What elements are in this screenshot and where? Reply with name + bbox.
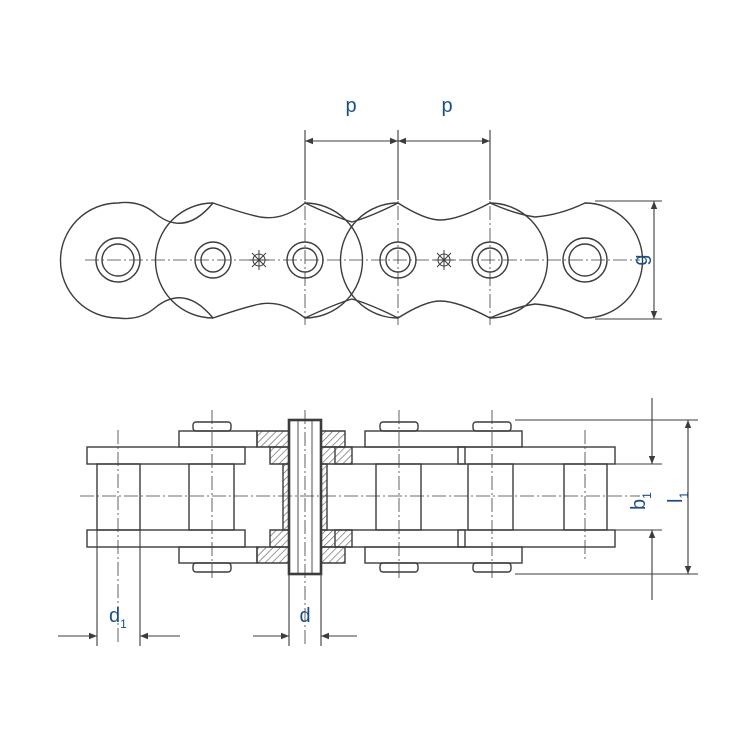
roller-2 — [188, 463, 235, 531]
roller-1 — [96, 463, 141, 531]
pin-diameter-label: d — [299, 605, 310, 627]
roller-3 — [375, 463, 422, 531]
pin-length-label: l1 — [665, 492, 691, 503]
inner-link-arc-left-2 — [339, 202, 399, 319]
pitch-label-left: p — [345, 95, 356, 117]
inner-plate-top-mid — [334, 446, 466, 465]
sectioned-plate-bottom — [256, 546, 346, 564]
inner-link-arc-left — [154, 202, 214, 319]
outer-plate-top-left — [178, 430, 258, 448]
roller-4 — [467, 463, 514, 531]
inner-width-dimension — [615, 398, 662, 600]
inner-plate-bottom-left — [86, 529, 246, 548]
inner-link-arc-right-2 — [489, 202, 549, 319]
inner-width-label: b1 — [628, 492, 654, 510]
pin-diameter-dimension — [253, 574, 357, 646]
inner-plate-top-right — [457, 446, 616, 465]
link-plate-outline — [59, 201, 644, 320]
roller-5 — [563, 463, 608, 531]
sectioned-plate-top — [256, 430, 346, 448]
roller-diameter-label: d1 — [109, 605, 127, 631]
outer-plate-bottom-left — [178, 546, 258, 564]
pitch-label-right: p — [441, 95, 452, 117]
inner-plate-top-left — [86, 446, 246, 465]
plate-height-label: g — [630, 254, 652, 265]
roller-diameter-dimension — [58, 530, 180, 646]
chain-top-view — [80, 410, 640, 645]
chain-side-view — [59, 140, 644, 325]
pitch-dimension — [304, 130, 491, 200]
outer-plate-bottom-right — [364, 546, 523, 564]
inner-link-arc-right — [304, 202, 364, 319]
outer-plate-top-right — [364, 430, 523, 448]
inner-plate-bottom-right — [457, 529, 616, 548]
plate-height-dimension — [595, 200, 662, 320]
inner-plate-bottom-mid — [334, 529, 466, 548]
pin-length-dimension — [515, 419, 698, 575]
